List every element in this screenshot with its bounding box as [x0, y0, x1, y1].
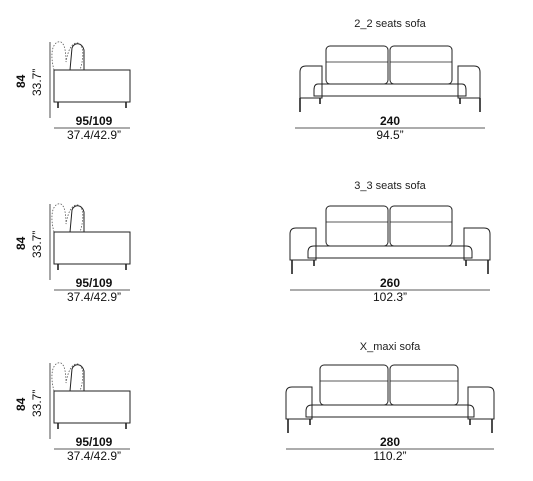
sofa-title: 2_2 seats sofa	[354, 18, 426, 30]
width-cm-label: 260	[379, 276, 401, 290]
depth-cm-label: 95/109	[75, 114, 113, 128]
height-in-label: 33.7”	[30, 389, 44, 417]
height-cm-label: 84	[14, 397, 28, 411]
width-in-label: 110.2”	[373, 449, 407, 463]
sofa-row-1-drawings	[49, 41, 485, 129]
depth-in-label: 37.4/42.9”	[66, 128, 122, 142]
side-view-drawing	[49, 41, 131, 129]
width-in-label: 102.3”	[372, 290, 408, 304]
side-view-drawing	[49, 362, 131, 450]
depth-cm-label: 95/109	[75, 435, 113, 449]
height-in-label: 33.7”	[30, 68, 44, 96]
sofa-row-2-drawings	[49, 203, 491, 291]
side-view-drawing	[49, 203, 131, 291]
width-cm-label: 280	[379, 435, 401, 449]
sofa-title: X_maxi sofa	[359, 341, 421, 353]
sofa-title: 3_3 seats sofa	[354, 180, 426, 192]
sofa-row-2-2: 2_2 seats sofa 84 33.7” 95/109 37.4/42.9…	[0, 0, 533, 160]
height-cm-label: 84	[14, 74, 28, 88]
front-view-drawing	[289, 205, 491, 291]
front-view-drawing	[285, 364, 495, 450]
depth-in-label: 37.4/42.9”	[66, 449, 122, 463]
height-cm-label: 84	[14, 236, 28, 250]
depth-in-label: 37.4/42.9”	[66, 290, 122, 304]
sofa-row-x-maxi: X_maxi sofa 84 33.7” 95/109 37.4/42.9” 2…	[0, 321, 533, 481]
width-in-label: 94.5”	[376, 128, 404, 142]
width-cm-label: 240	[379, 114, 401, 128]
sofa-row-3-3: 3_3 seats sofa 84 33.7” 95/109 37.4/42.9…	[0, 162, 533, 322]
front-view-drawing	[295, 45, 485, 129]
sofa-row-3-drawings	[49, 362, 495, 450]
height-in-label: 33.7”	[30, 230, 44, 258]
depth-cm-label: 95/109	[75, 276, 113, 290]
